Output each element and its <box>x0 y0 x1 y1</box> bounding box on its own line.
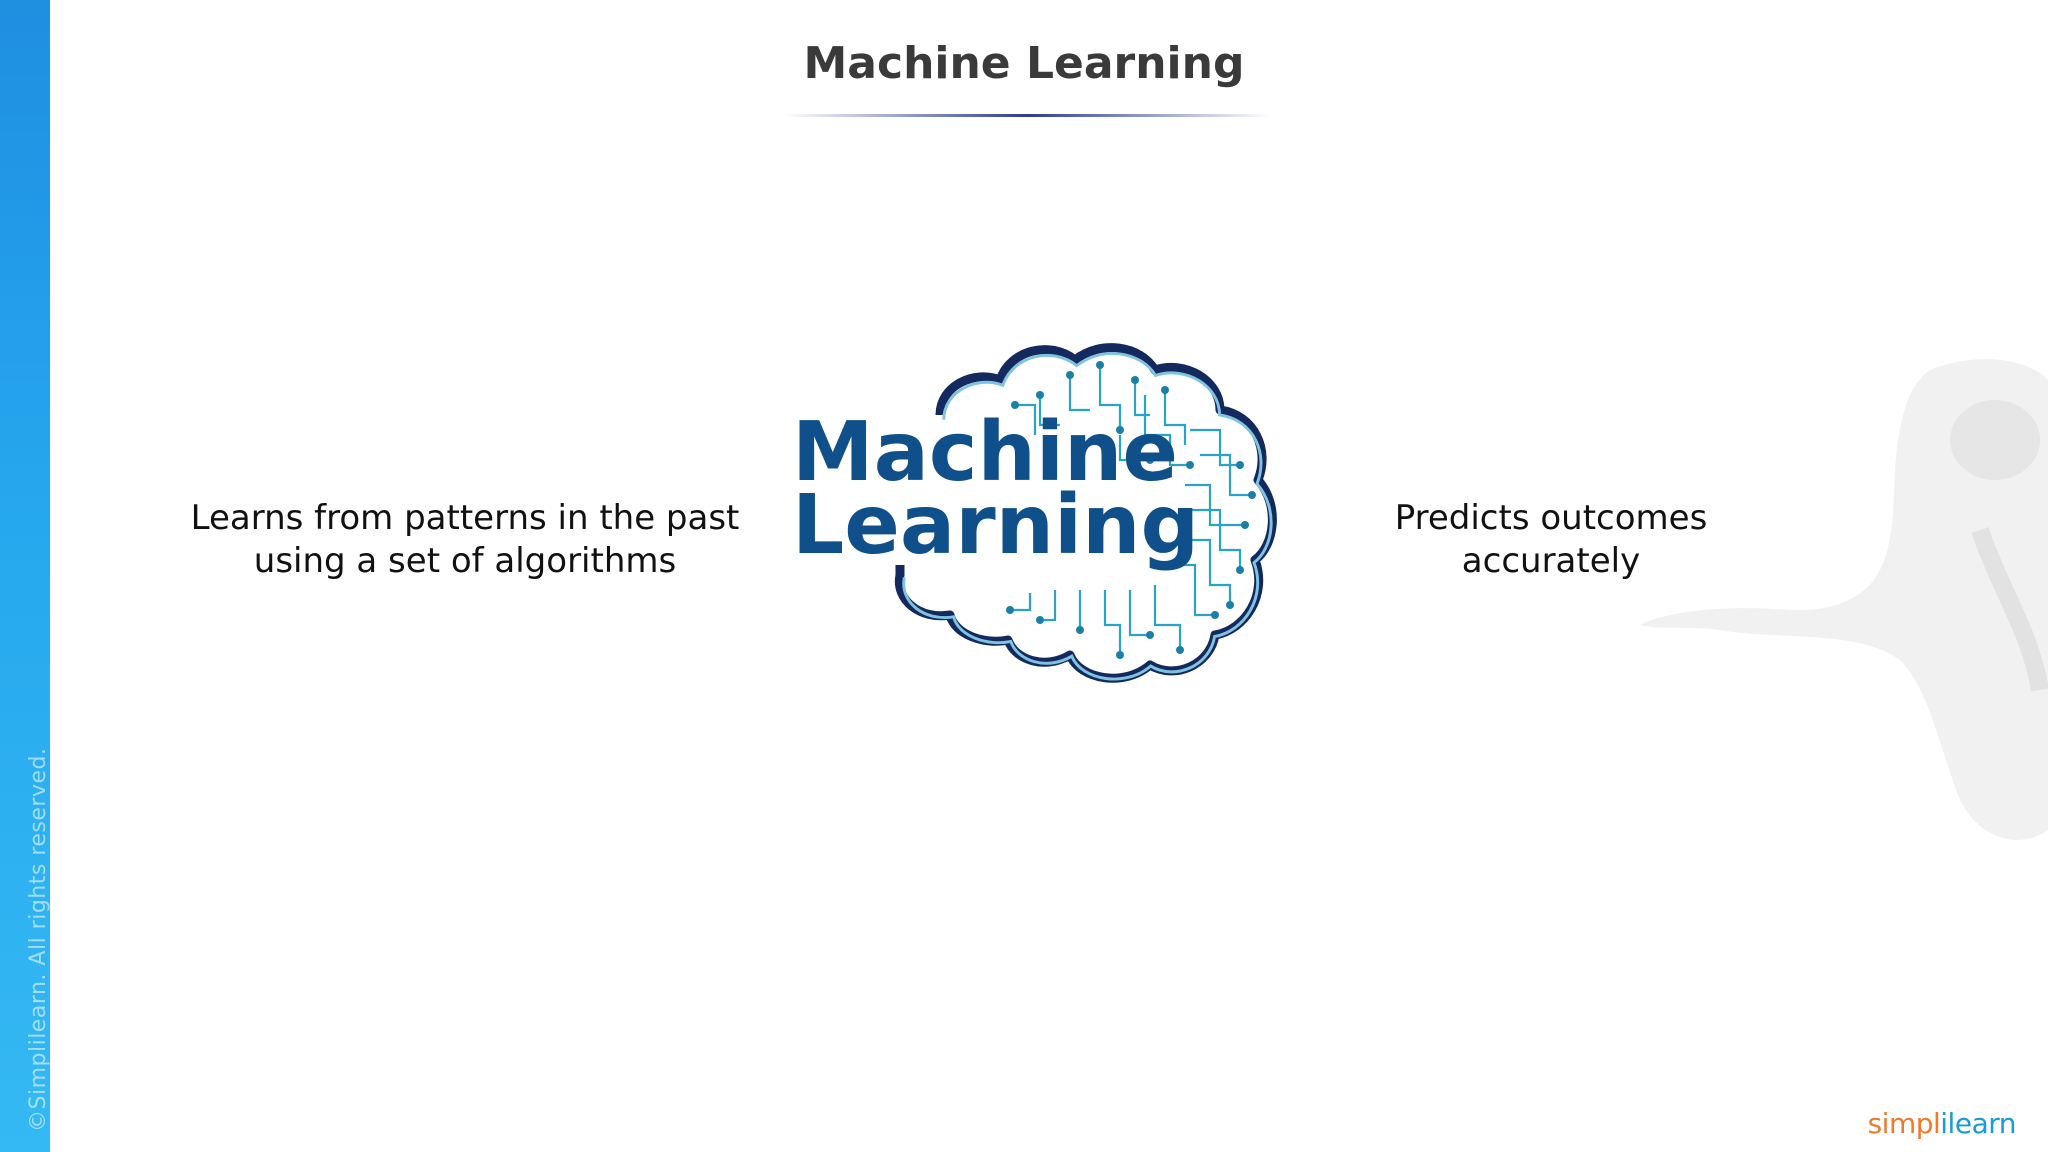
copyright-notice: ©Simplilearn. All rights reserved. <box>26 747 51 1132</box>
logo-word-learning: Learning <box>792 478 1199 573</box>
left-description: Learns from patterns in the past using a… <box>190 497 740 583</box>
logo-word-machine: Machine <box>792 405 1178 500</box>
slide-title: Machine Learning <box>803 38 1245 89</box>
brain-outline-icon <box>894 343 1277 683</box>
robot-silhouette-icon <box>1640 359 2048 840</box>
right-description-line-2: accurately <box>1461 541 1641 581</box>
machine-learning-brain-logo: Machine Learning <box>792 343 1277 683</box>
accent-sidebar: ©Simplilearn. All rights reserved. <box>0 0 51 1152</box>
brand-part-2: ilearn <box>1940 1107 2016 1140</box>
right-description: Predicts outcomes accurately <box>1380 497 1722 583</box>
left-description-line-2: using a set of algorithms <box>253 541 677 581</box>
right-description-line-1: Predicts outcomes <box>1394 498 1708 538</box>
title-underline <box>784 114 1270 117</box>
circuit-traces-icon <box>1010 365 1252 655</box>
circuit-nodes-icon <box>1006 361 1256 659</box>
left-description-line-1: Learns from patterns in the past <box>190 498 740 538</box>
simplilearn-logo: simplilearn <box>1867 1107 2017 1140</box>
brand-part-1: simpl <box>1867 1107 1941 1140</box>
